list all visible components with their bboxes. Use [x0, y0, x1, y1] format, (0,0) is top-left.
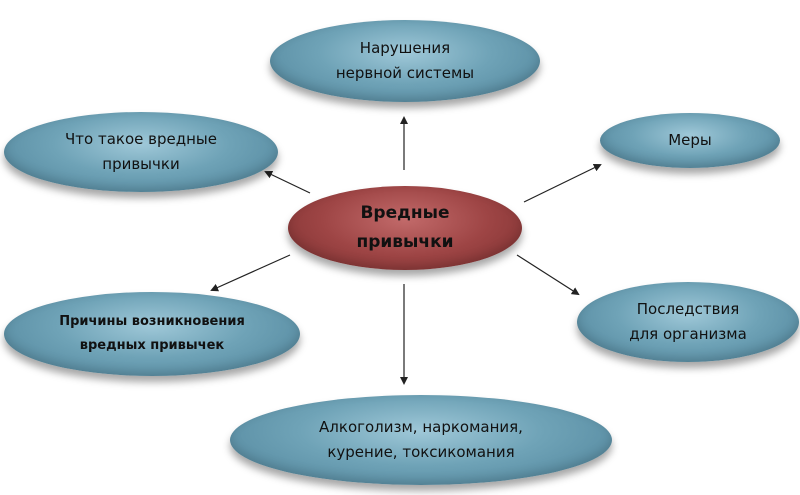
node-label: Что такое вредные привычки	[65, 130, 217, 173]
arrow-to-causes	[210, 254, 291, 292]
node-label: Причины возникновения вредных привычек	[59, 314, 245, 353]
node-label: Последствия для организма	[629, 300, 747, 343]
center-label: Вредные привычки	[356, 203, 454, 252]
arrow-to-cons	[516, 254, 580, 296]
node-what-are-bad-habits: Что такое вредные привычки	[4, 112, 278, 192]
node-consequences: Последствия для организма	[577, 282, 799, 362]
arrow-to-what	[264, 170, 311, 194]
node-nervous-system-disorders: Нарушения нервной системы	[270, 20, 540, 102]
node-center-bad-habits: Вредные привычки	[288, 186, 522, 270]
node-label: Алкоголизм, наркомания, курение, токсико…	[319, 418, 523, 461]
node-measures: Меры	[600, 113, 780, 168]
node-label: Меры	[668, 131, 712, 149]
node-causes: Причины возникновения вредных привычек	[4, 292, 300, 376]
arrow-to-mery	[523, 164, 602, 203]
node-label: Нарушения нервной системы	[335, 39, 475, 82]
node-addictions: Алкоголизм, наркомания, курение, токсико…	[230, 395, 612, 485]
